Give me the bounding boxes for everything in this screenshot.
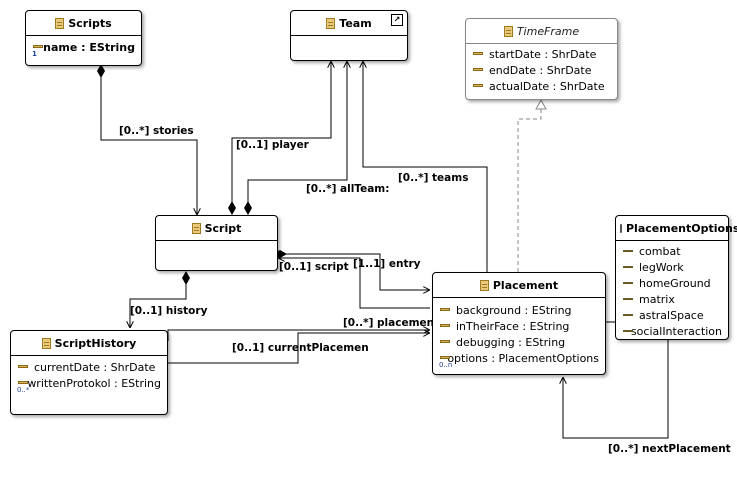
class-script-history[interactable]: ScriptHistory currentDate : ShrDate 0..*… (10, 330, 168, 415)
label-stories: [0..*] stories (119, 125, 194, 137)
attribute-label: inTheirFace : EString (456, 319, 570, 333)
enum-literal[interactable]: legWork (622, 259, 722, 275)
class-header: Team ↗ (291, 11, 407, 36)
class-icon (55, 17, 65, 29)
enum-literal[interactable]: socialInteraction (622, 323, 722, 339)
attribute-row[interactable]: debugging : EString (439, 334, 599, 350)
edge-script (278, 258, 430, 309)
attribute-icon (17, 361, 29, 373)
label-current-placement: [0..1] currentPlacemen (232, 342, 369, 354)
attribute-label: debugging : EString (456, 335, 566, 349)
class-timeframe[interactable]: TimeFrame startDate : ShrDate endDate : … (465, 18, 618, 100)
class-header: Scripts (26, 11, 141, 36)
class-placement[interactable]: Placement background : EString inTheirFa… (432, 272, 606, 375)
attribute-label: options : PlacementOptions (447, 351, 599, 365)
edge-allteams (244, 61, 347, 215)
literal-icon (622, 325, 633, 337)
enum-literal[interactable]: astralSpace (622, 307, 722, 323)
label-history: [0..1] history (130, 305, 208, 317)
literal-icon (622, 293, 634, 305)
class-name: Team (339, 16, 372, 30)
class-icon (326, 17, 336, 29)
attribute-row[interactable]: inTheirFace : EString (439, 318, 599, 334)
label-entry: [1..1] entry (353, 258, 421, 270)
attribute-row[interactable]: 1 name : EString (32, 39, 135, 58)
enum-name: PlacementOptions (626, 221, 737, 235)
attribute-row[interactable]: startDate : ShrDate (472, 46, 611, 62)
literal-icon (622, 309, 634, 321)
label-script: [0..1] script (279, 261, 349, 273)
class-header: Placement (433, 273, 605, 298)
class-team[interactable]: Team ↗ (290, 10, 408, 61)
attribute-icon (439, 320, 451, 332)
class-icon (503, 25, 513, 37)
enum-literal[interactable]: homeGround (622, 275, 722, 291)
attribute-icon: 0..n (439, 352, 452, 369)
attribute-icon (472, 64, 484, 76)
literal-icon (622, 245, 634, 257)
edge-history (130, 271, 190, 328)
attribute-label: endDate : ShrDate (489, 63, 592, 77)
edge-placements (167, 330, 430, 341)
attribute-icon: 0..* (17, 377, 29, 394)
class-name: Placement (492, 278, 559, 292)
composition-diamond (182, 271, 190, 285)
attribute-label: currentDate : ShrDate (34, 360, 156, 374)
literal-icon (622, 261, 634, 273)
attribute-row[interactable]: endDate : ShrDate (472, 62, 611, 78)
enum-header: PlacementOptions (616, 216, 737, 241)
class-name: ScriptHistory (54, 336, 137, 350)
enum-icon (620, 223, 622, 233)
attribute-label: background : EString (456, 303, 572, 317)
attribute-icon (439, 336, 451, 348)
attribute-row[interactable]: currentDate : ShrDate (17, 359, 161, 375)
enum-literal[interactable]: combat (622, 243, 722, 259)
edge-stories (97, 64, 197, 215)
edge-current-placement (168, 333, 430, 364)
enum-literal[interactable]: matrix (622, 291, 722, 307)
attribute-label: writtenProtokol : EString (27, 376, 161, 390)
class-icon (191, 222, 201, 234)
shortcut-arrow-icon: ↗ (391, 14, 403, 26)
class-name: TimeFrame (516, 24, 580, 38)
attribute-row[interactable]: 0..*writtenProtokol : EString (17, 375, 161, 394)
class-icon (41, 337, 51, 349)
class-script[interactable]: Script (155, 215, 278, 271)
label-teams: [0..*] teams (398, 172, 469, 184)
label-player: [0..1] player (236, 139, 309, 151)
class-icon (479, 279, 489, 291)
enum-placement-options[interactable]: PlacementOptions combat legWork homeGrou… (615, 215, 737, 340)
attribute-icon (472, 80, 484, 92)
label-next-placement: [0..*] nextPlacement (608, 443, 731, 455)
composition-diamond (244, 201, 252, 215)
attribute-row[interactable]: background : EString (439, 302, 599, 318)
attribute-label: actualDate : ShrDate (489, 79, 605, 93)
edge-player (228, 61, 331, 215)
attribute-label: name : EString (43, 40, 135, 54)
attribute-icon: 1 (32, 41, 43, 58)
attribute-icon (439, 304, 451, 316)
literal-icon (622, 277, 634, 289)
label-placements: [0..*] placements (343, 317, 446, 329)
class-header: ScriptHistory (11, 331, 167, 356)
class-name: Script (204, 221, 242, 235)
label-allteams: [0..*] allTeam: (306, 183, 390, 195)
class-header: TimeFrame (466, 19, 617, 44)
class-header: Script (156, 216, 277, 241)
attribute-label: startDate : ShrDate (489, 47, 597, 61)
edge-teams (363, 61, 488, 272)
composition-diamond (228, 201, 236, 215)
class-name: Scripts (68, 16, 112, 30)
class-scripts[interactable]: Scripts 1 name : EString (25, 10, 142, 66)
composition-diamond (97, 64, 105, 78)
attribute-icon (472, 48, 484, 60)
attribute-row[interactable]: actualDate : ShrDate (472, 78, 611, 94)
edge-supertype (517, 98, 547, 272)
